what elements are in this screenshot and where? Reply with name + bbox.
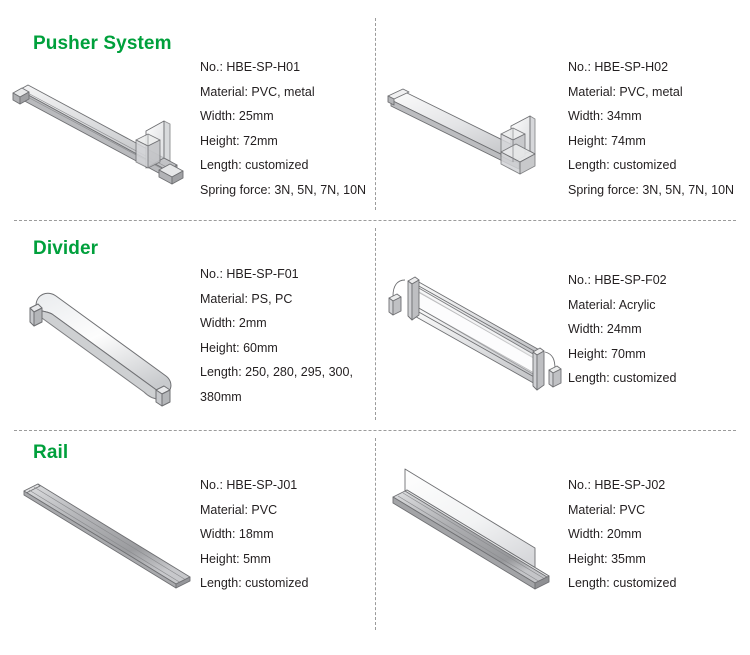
spec-no: No.: HBE-SP-H01 bbox=[200, 60, 301, 74]
spec-height: Height: 72mm bbox=[200, 133, 278, 148]
spec-material: Material: PVC bbox=[200, 502, 278, 517]
spec-no: No.: HBE-SP-J01 bbox=[200, 478, 298, 492]
spec-width: Width: 20mm bbox=[568, 527, 642, 541]
product-card-f02: No.: HBE-SP-F02 Material: Acrylic Width:… bbox=[375, 220, 750, 430]
spec-length: Length: 250, 280, 295, 300, 380mm bbox=[200, 365, 353, 404]
spec-height: Height: 74mm bbox=[568, 133, 646, 148]
product-card-h01: No.: HBE-SP-H01 Material: PVC, metal Wid… bbox=[0, 0, 375, 210]
product-card-j01: No.: HBE-SP-J01 Material: PVC Width: 18m… bbox=[0, 430, 375, 640]
l-profile-rail-j02-illustration bbox=[387, 462, 577, 597]
spec-height: Height: 70mm bbox=[568, 346, 646, 361]
spec-length: Length: customized bbox=[200, 158, 309, 172]
pusher-track-h01-illustration bbox=[8, 78, 193, 186]
spec-width: Width: 34mm bbox=[568, 109, 642, 123]
spec-list-f01: No.: HBE-SP-F01 Material: PS, PC Width: … bbox=[200, 262, 360, 409]
spec-width: Width: 24mm bbox=[568, 322, 642, 336]
spec-width: Width: 2mm bbox=[200, 316, 267, 330]
section-rail: Rail bbox=[0, 430, 750, 640]
product-card-h02: No.: HBE-SP-H02 Material: PVC, metal Wid… bbox=[375, 0, 750, 210]
spec-no: No.: HBE-SP-J02 bbox=[568, 478, 666, 492]
divider-panel-f01-illustration bbox=[18, 278, 193, 407]
spec-height: Height: 60mm bbox=[200, 340, 278, 355]
spec-list-j01: No.: HBE-SP-J01 Material: PVC Width: 18m… bbox=[200, 473, 308, 596]
spec-spring-force: Spring force: 3N, 5N, 7N, 10N bbox=[200, 182, 367, 197]
spec-spring-force: Spring force: 3N, 5N, 7N, 10N bbox=[568, 182, 735, 197]
spec-length: Length: customized bbox=[568, 158, 677, 172]
spec-list-j02: No.: HBE-SP-J02 Material: PVC Width: 20m… bbox=[568, 473, 676, 596]
spec-length: Length: customized bbox=[568, 576, 677, 590]
pusher-track-h02-illustration bbox=[383, 78, 568, 186]
spec-width: Width: 18mm bbox=[200, 527, 274, 541]
spec-height: Height: 5mm bbox=[200, 551, 271, 566]
spec-material: Material: PVC, metal bbox=[568, 84, 683, 99]
section-divider-horizontal-2 bbox=[14, 430, 736, 431]
product-card-j02: No.: HBE-SP-J02 Material: PVC Width: 20m… bbox=[375, 430, 750, 640]
section-title-pusher-system: Pusher System bbox=[33, 33, 172, 54]
product-card-f01: No.: HBE-SP-F01 Material: PS, PC Width: … bbox=[0, 220, 375, 430]
section-divider-products: Divider bbox=[0, 220, 750, 430]
section-title-rail: Rail bbox=[33, 442, 69, 463]
spec-list-h01: No.: HBE-SP-H01 Material: PVC, metal Wid… bbox=[200, 55, 366, 202]
spec-material: Material: Acrylic bbox=[568, 297, 656, 312]
spec-list-f02: No.: HBE-SP-F02 Material: Acrylic Width:… bbox=[568, 268, 676, 391]
spec-no: No.: HBE-SP-H02 bbox=[568, 60, 669, 74]
column-divider-vertical-2 bbox=[375, 228, 376, 420]
spec-material: Material: PS, PC bbox=[200, 291, 293, 306]
divider-frame-f02-illustration bbox=[383, 266, 568, 396]
column-divider-vertical-3 bbox=[375, 438, 376, 630]
spec-no: No.: HBE-SP-F01 bbox=[200, 267, 299, 281]
section-pusher-system: Pusher System bbox=[0, 0, 750, 210]
spec-material: Material: PVC, metal bbox=[200, 84, 315, 99]
spec-length: Length: customized bbox=[568, 371, 677, 385]
spec-height: Height: 35mm bbox=[568, 551, 646, 566]
flat-rail-j01-illustration bbox=[18, 475, 203, 589]
spec-width: Width: 25mm bbox=[200, 109, 274, 123]
section-divider-horizontal-1 bbox=[14, 220, 736, 221]
column-divider-vertical-1 bbox=[375, 18, 376, 210]
spec-length: Length: customized bbox=[200, 576, 309, 590]
spec-material: Material: PVC bbox=[568, 502, 646, 517]
spec-no: No.: HBE-SP-F02 bbox=[568, 273, 667, 287]
spec-list-h02: No.: HBE-SP-H02 Material: PVC, metal Wid… bbox=[568, 55, 734, 202]
section-title-divider: Divider bbox=[33, 238, 99, 259]
